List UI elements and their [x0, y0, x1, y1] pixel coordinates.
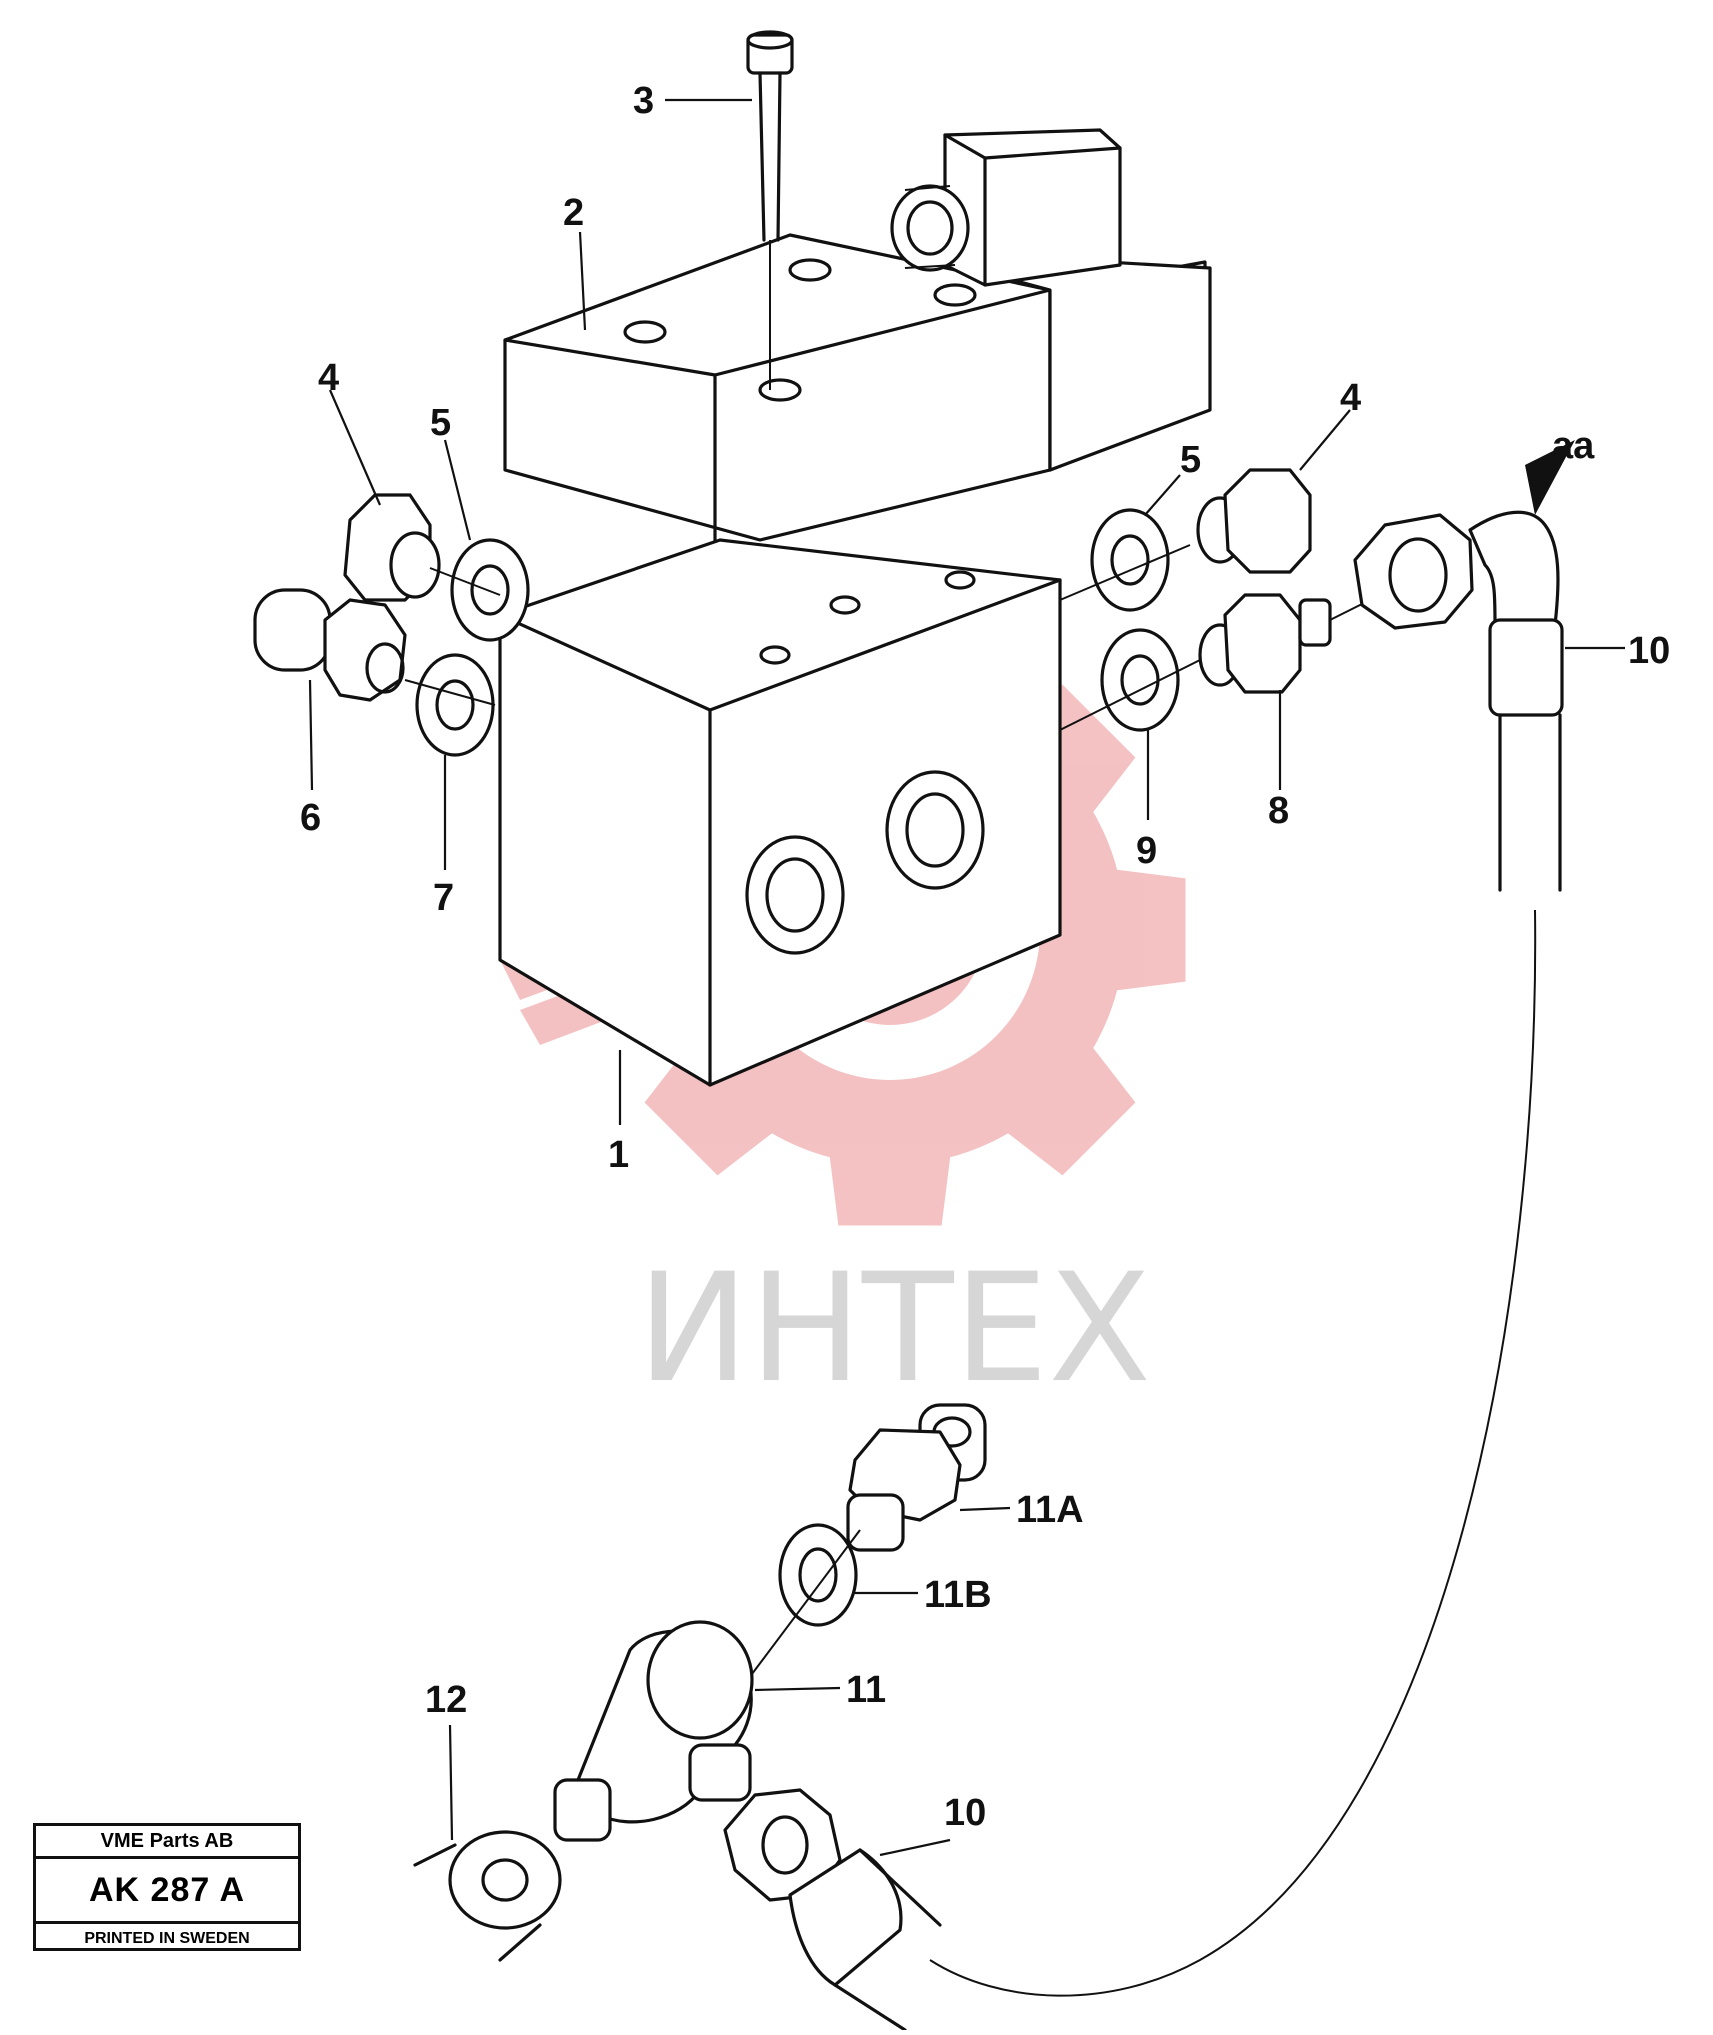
- stamp-company: VME Parts AB: [36, 1826, 298, 1859]
- nipple-left: [253, 588, 407, 702]
- washer-right-upper: [1090, 508, 1170, 612]
- arrow-aa-icon: [1525, 440, 1575, 515]
- stamp-code: AK 287 A: [36, 1859, 298, 1924]
- leader-lines: [308, 98, 1625, 1857]
- plug-right: [1196, 468, 1312, 574]
- callout-labels: 3 2 4 5 4 5 aa 10 6 7 8 9 1 11A 11B 11 1…: [300, 80, 1670, 1834]
- solenoid-coil: [890, 128, 1212, 472]
- callout-11b: 11B: [924, 1574, 992, 1616]
- washer-left-upper: [450, 538, 530, 642]
- watermark-text: ИНТЕХ: [637, 1242, 1151, 1416]
- washer-right-lower: [1100, 628, 1180, 732]
- callout-12: 12: [425, 1679, 467, 1721]
- callout-8: 8: [1268, 790, 1289, 832]
- hose-fitting-10-bottom: [723, 1788, 942, 2032]
- callout-10-bottom: 10: [944, 1792, 986, 1834]
- callout-11: 11: [846, 1669, 886, 1711]
- screw: [746, 30, 794, 390]
- plug-left: [343, 493, 441, 602]
- nipple-11a: [846, 1403, 987, 1552]
- valve-body-main: [498, 538, 1062, 1087]
- callout-10-top: 10: [1628, 630, 1670, 672]
- callout-5-right: 5: [1180, 439, 1201, 481]
- washer-11b: [778, 1523, 858, 1627]
- hose-center-line: [929, 909, 1537, 1997]
- callout-4-left: 4: [318, 357, 339, 399]
- callout-4-right: 4: [1340, 377, 1361, 419]
- drawing-stamp: VME Parts AB AK 287 A PRINTED IN SWEDEN: [33, 1823, 301, 1951]
- callout-2: 2: [563, 192, 584, 234]
- callout-3: 3: [633, 80, 654, 122]
- callout-5-left: 5: [430, 402, 451, 444]
- callout-aa: aa: [1552, 425, 1595, 467]
- stamp-printed: PRINTED IN SWEDEN: [84, 1930, 250, 1947]
- adapter-right: [1198, 593, 1332, 694]
- hose-elbow-top: [1353, 510, 1564, 892]
- tee-11: [553, 1620, 754, 1842]
- callout-9: 9: [1136, 830, 1157, 872]
- callout-1: 1: [608, 1134, 629, 1176]
- washer-left-lower: [415, 653, 495, 757]
- nut-12: [413, 1830, 562, 1962]
- callout-11a: 11A: [1016, 1489, 1084, 1531]
- callout-6: 6: [300, 797, 321, 839]
- callout-7: 7: [433, 877, 454, 919]
